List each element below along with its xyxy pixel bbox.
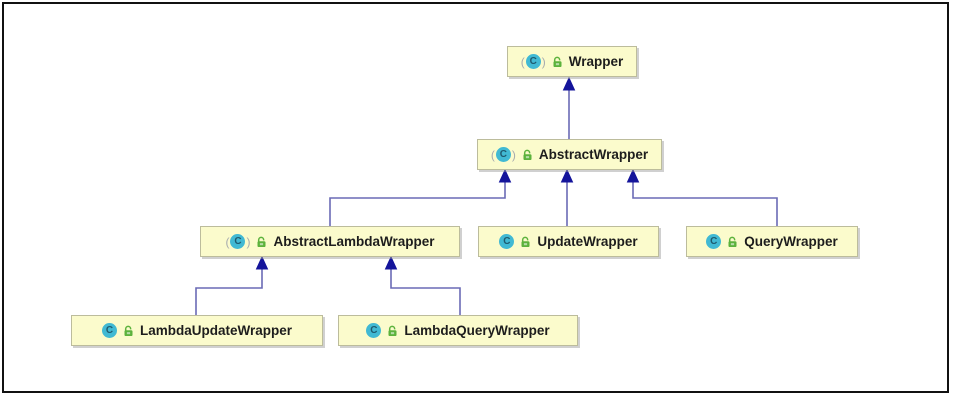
public-visibility-lock-icon [124,325,133,337]
class-c-icon: C [101,323,117,338]
class-c-icon: C [499,234,515,249]
class-name-label: QueryWrapper [744,234,838,249]
public-visibility-lock-icon [388,325,397,337]
class-name-label: UpdateWrapper [537,234,638,249]
abstract-marker-close: ) [511,147,516,162]
class-icon-group: C [706,234,722,249]
diagram-frame [2,2,949,393]
class-node-lambdaupdatewrapper[interactable]: C LambdaUpdateWrapper [71,315,323,346]
class-node-querywrapper[interactable]: C QueryWrapper [686,226,858,257]
public-visibility-lock-icon [523,149,532,161]
class-c-icon: C [495,147,511,162]
class-c-icon: C [525,54,541,69]
class-node-abstractwrapper[interactable]: ( C ) AbstractWrapper [477,139,662,170]
class-icon-group: C [101,323,117,338]
abstract-marker-close: ) [541,54,546,69]
class-name-label: AbstractLambdaWrapper [273,234,435,249]
public-visibility-lock-icon [553,56,562,68]
public-visibility-lock-icon [257,236,266,248]
class-icon-group: ( C ) [491,147,516,162]
abstract-marker-open: ( [520,54,525,69]
class-name-label: LambdaUpdateWrapper [139,323,293,338]
class-icon-group: C [366,323,382,338]
class-icon-group: ( C ) [225,234,250,249]
class-node-abstractlambdawrapper[interactable]: ( C ) AbstractLambdaWrapper [200,226,460,257]
class-icon-group: C [499,234,515,249]
public-visibility-lock-icon [521,236,530,248]
class-node-updatewrapper[interactable]: C UpdateWrapper [478,226,659,257]
class-c-icon: C [366,323,382,338]
class-c-icon: C [230,234,246,249]
class-name-label: LambdaQueryWrapper [404,323,550,338]
class-icon-group: ( C ) [521,54,546,69]
abstract-marker-close: ) [246,234,251,249]
class-name-label: AbstractWrapper [538,147,649,162]
abstract-marker-open: ( [490,147,495,162]
class-node-lambdaquerywrapper[interactable]: C LambdaQueryWrapper [338,315,578,346]
class-name-label: Wrapper [568,54,624,69]
class-node-wrapper[interactable]: ( C ) Wrapper [507,46,637,77]
public-visibility-lock-icon [728,236,737,248]
abstract-marker-open: ( [225,234,230,249]
class-c-icon: C [706,234,722,249]
